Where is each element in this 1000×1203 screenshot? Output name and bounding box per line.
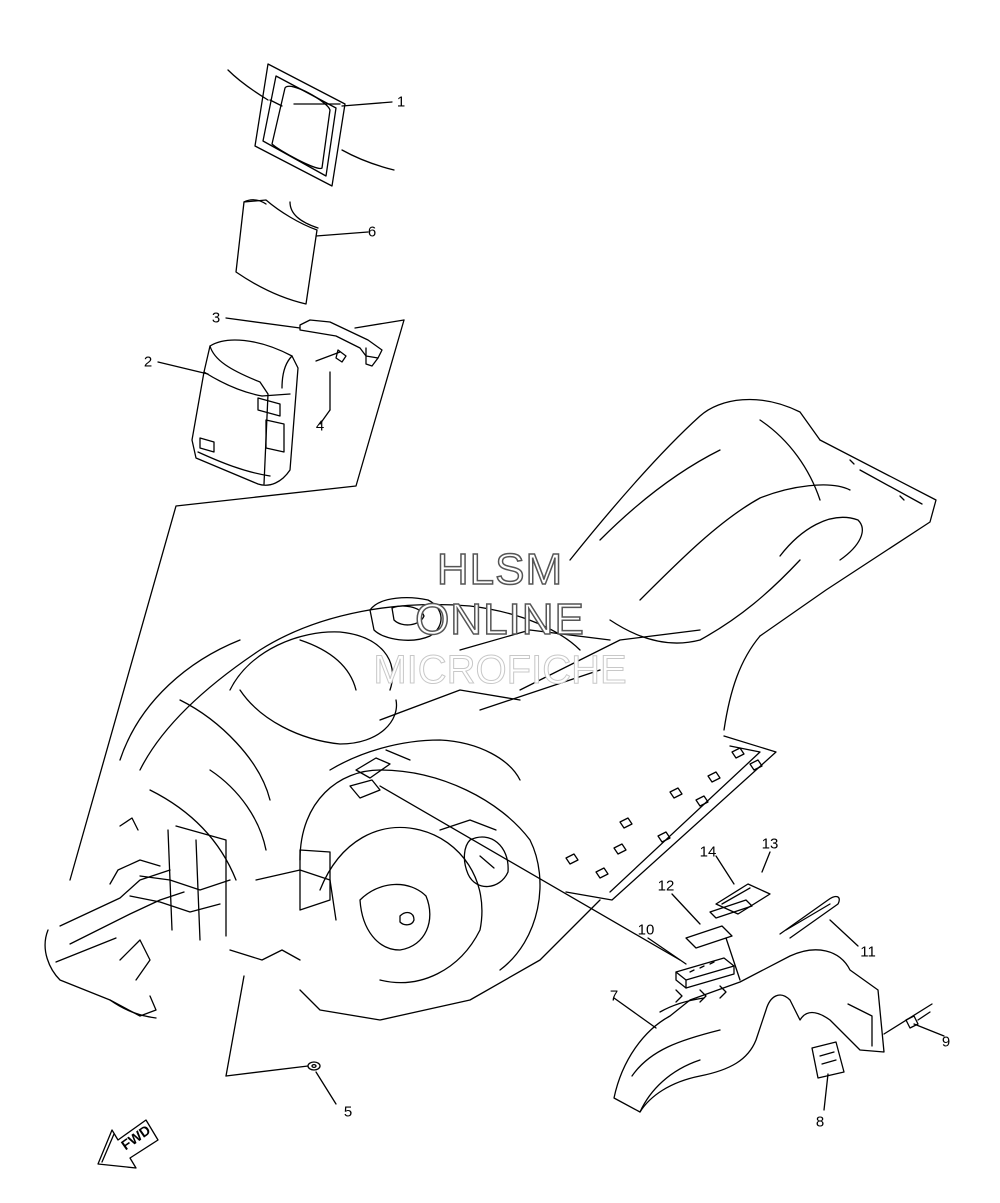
callout-7: 7 [609, 987, 619, 1005]
callout-12: 12 [657, 877, 675, 895]
part-8-label-plate [811, 1041, 845, 1079]
part-12-decal [685, 925, 733, 949]
part-3-bracket [299, 319, 383, 367]
part-9-rivet [905, 1011, 931, 1029]
leader-lines [157, 101, 945, 1111]
watermark-line-1: HLSM [436, 545, 564, 594]
callout-6: 6 [367, 223, 377, 241]
snowmobile-body [44, 398, 937, 1021]
part-10-clip [675, 957, 735, 989]
callout-13: 13 [761, 835, 779, 853]
callout-3: 3 [211, 309, 221, 327]
part-6-cover-sheet [235, 199, 319, 305]
part-11-rod [779, 895, 840, 939]
callout-8: 8 [815, 1113, 825, 1131]
part-2-storage-box [191, 339, 299, 486]
callout-4: 4 [315, 417, 325, 435]
callout-9: 9 [941, 1033, 951, 1051]
part-1-window-gasket [227, 63, 395, 187]
fwd-direction-arrow [97, 1119, 159, 1169]
callout-10: 10 [637, 921, 655, 939]
part-13-decal [715, 883, 771, 915]
callout-1: 1 [396, 93, 406, 111]
part-7-rear-flap [613, 949, 885, 1113]
watermark-line-2: ONLINE [414, 595, 585, 644]
callout-2: 2 [143, 353, 153, 371]
watermark-line-3: MICROFICHE [373, 648, 627, 692]
callout-5: 5 [343, 1103, 353, 1121]
part-4-screw [315, 349, 347, 411]
part-5-washer [307, 1061, 321, 1071]
callout-11: 11 [860, 943, 876, 961]
callout-14: 14 [699, 843, 717, 861]
assembly-outline [69, 319, 405, 881]
